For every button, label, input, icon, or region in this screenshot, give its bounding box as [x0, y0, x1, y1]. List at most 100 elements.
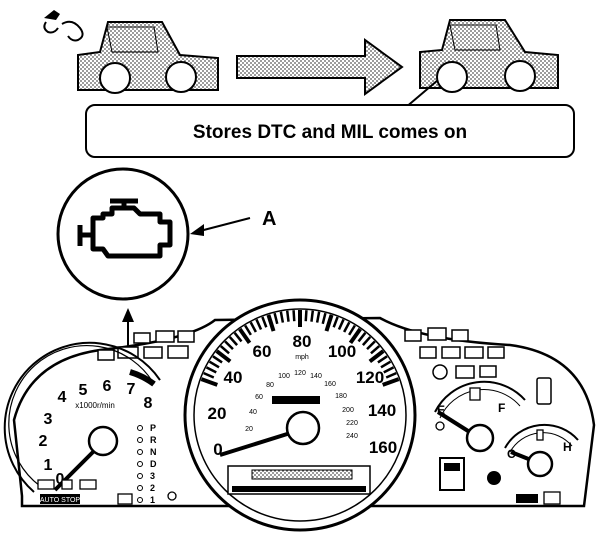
kmh-tick: 240 — [346, 433, 358, 440]
speedometer-tick-mark — [224, 340, 234, 351]
seatbelt-lamp-icon — [543, 491, 561, 505]
speedometer-tick-mark — [244, 324, 252, 336]
kmh-tick: 140 — [310, 373, 322, 380]
speed-tick-0: 0 — [213, 440, 222, 459]
speed-tick-60: 60 — [253, 342, 272, 361]
fuel-pump-icon — [469, 387, 481, 401]
speedometer-tick-mark — [208, 360, 220, 369]
gear-1: 1 — [150, 495, 155, 505]
tach-unit: x1000r/min — [75, 401, 115, 410]
speedometer-tick-mark — [255, 318, 263, 330]
instrument-cluster: 0 20 40 60 80 100 120 140 160 mph 20 40 … — [3, 298, 596, 532]
callout-text: Stores DTC and MIL comes on — [193, 122, 467, 143]
speed-tick-120: 120 — [356, 368, 384, 387]
speedometer-tick-mark — [203, 371, 215, 379]
speedometer-tick-mark — [366, 340, 376, 351]
gear-r: R — [150, 435, 157, 445]
ignition-key-icon — [43, 10, 84, 42]
speed-tick-80: 80 — [293, 332, 312, 351]
speedometer-tick-mark — [377, 355, 388, 364]
speedometer-tick-mark — [205, 366, 217, 374]
tach-tick-4: 4 — [58, 389, 67, 406]
speedometer-tick-mark — [228, 336, 239, 346]
kmh-tick: 120 — [294, 370, 306, 377]
label-a: A — [262, 208, 276, 230]
speedometer-tick-mark — [368, 349, 385, 364]
speed-tick-160: 160 — [369, 438, 397, 457]
gear-p: P — [150, 423, 156, 433]
speedometer-tick-mark — [315, 311, 321, 323]
tach-tick-5: 5 — [79, 382, 88, 399]
speedometer-tick-mark — [285, 310, 290, 322]
mil-magnifier — [56, 167, 190, 301]
speedometer-tick-mark — [279, 311, 285, 323]
kmh-tick: 20 — [245, 426, 253, 433]
callout-box: Stores DTC and MIL comes on — [85, 79, 575, 158]
fuel-full-label: F — [498, 401, 505, 415]
speedometer-tick-mark — [273, 312, 279, 325]
trip-reset-knob — [487, 471, 501, 485]
label-a-pointer: A — [190, 208, 276, 236]
gear-n: N — [150, 447, 157, 457]
speedometer-tick-mark — [337, 318, 345, 330]
kmh-tick: 160 — [324, 381, 336, 388]
speedometer-tick-mark — [310, 310, 315, 322]
speedometer-tick-mark — [385, 371, 397, 379]
speedometer-tick-mark — [361, 336, 372, 346]
auto-stop-label: AUTO STOP — [40, 497, 81, 504]
kmh-tick: 220 — [346, 420, 358, 427]
auto-stop-indicator — [40, 494, 80, 504]
speedometer-tick-mark — [348, 327, 362, 345]
temp-needle — [510, 450, 554, 478]
temp-hot-label: H — [563, 440, 572, 454]
speedometer-tick-mark — [249, 321, 257, 333]
odometer-display — [272, 396, 320, 404]
speedometer: 0 20 40 60 80 100 120 140 160 mph 20 40 … — [183, 298, 417, 532]
temperature-gauge: C H — [504, 423, 579, 478]
kmh-tick: 40 — [249, 409, 257, 416]
speedometer-tick-mark — [261, 316, 268, 328]
speedometer-tick-mark — [382, 377, 400, 387]
speedometer-tick-mark — [370, 345, 381, 355]
speed-tick-100: 100 — [328, 342, 356, 361]
thermometer-icon — [536, 429, 544, 441]
tach-tick-8: 8 — [144, 395, 153, 412]
fuel-needle — [436, 410, 495, 453]
gear-3: 3 — [150, 471, 155, 481]
warning-lamps-right — [404, 327, 552, 405]
speedometer-tick-mark — [304, 310, 308, 322]
kmh-tick: 200 — [342, 407, 354, 414]
trip-display — [227, 465, 371, 495]
speedometer-tick-mark — [343, 321, 351, 333]
lcd-display — [439, 457, 465, 491]
speedometer-tick-mark — [324, 314, 334, 332]
speed-tick-140: 140 — [368, 401, 396, 420]
speedometer-tick-mark — [212, 355, 223, 364]
gear-d: D — [150, 459, 157, 469]
speedometer-tick-mark — [357, 332, 367, 343]
tach-tick-0: 0 — [56, 471, 65, 488]
speedometer-tick-mark — [219, 345, 230, 355]
tach-tick-3: 3 — [44, 411, 53, 428]
speedometer-tick-mark — [332, 316, 339, 328]
tach-tick-2: 2 — [39, 433, 48, 450]
tach-tick-1: 1 — [44, 457, 53, 474]
speed-unit: mph — [295, 354, 309, 361]
speedometer-tick-mark — [292, 310, 296, 322]
tach-tick-7: 7 — [127, 381, 136, 398]
speedometer-tick-mark — [383, 366, 395, 374]
fuel-empty-label: E — [437, 403, 445, 417]
tachometer: 0 1 2 3 4 5 6 7 8 x1000r/min AUTO STOP — [3, 341, 177, 505]
speed-tick-40: 40 — [224, 368, 243, 387]
speedometer-tick-mark — [233, 332, 243, 343]
speedometer-tick-mark — [321, 312, 327, 325]
gear-2: 2 — [150, 483, 155, 493]
gear-indicator: P R N D 3 2 1 — [137, 423, 157, 505]
check-engine-icon — [77, 198, 173, 259]
kmh-tick: 60 — [255, 394, 263, 401]
speedometer-tick-mark — [266, 314, 276, 332]
tach-tick-6: 6 — [103, 378, 112, 395]
kmh-tick: 80 — [266, 382, 274, 389]
speedometer-tick-mark — [238, 327, 252, 345]
